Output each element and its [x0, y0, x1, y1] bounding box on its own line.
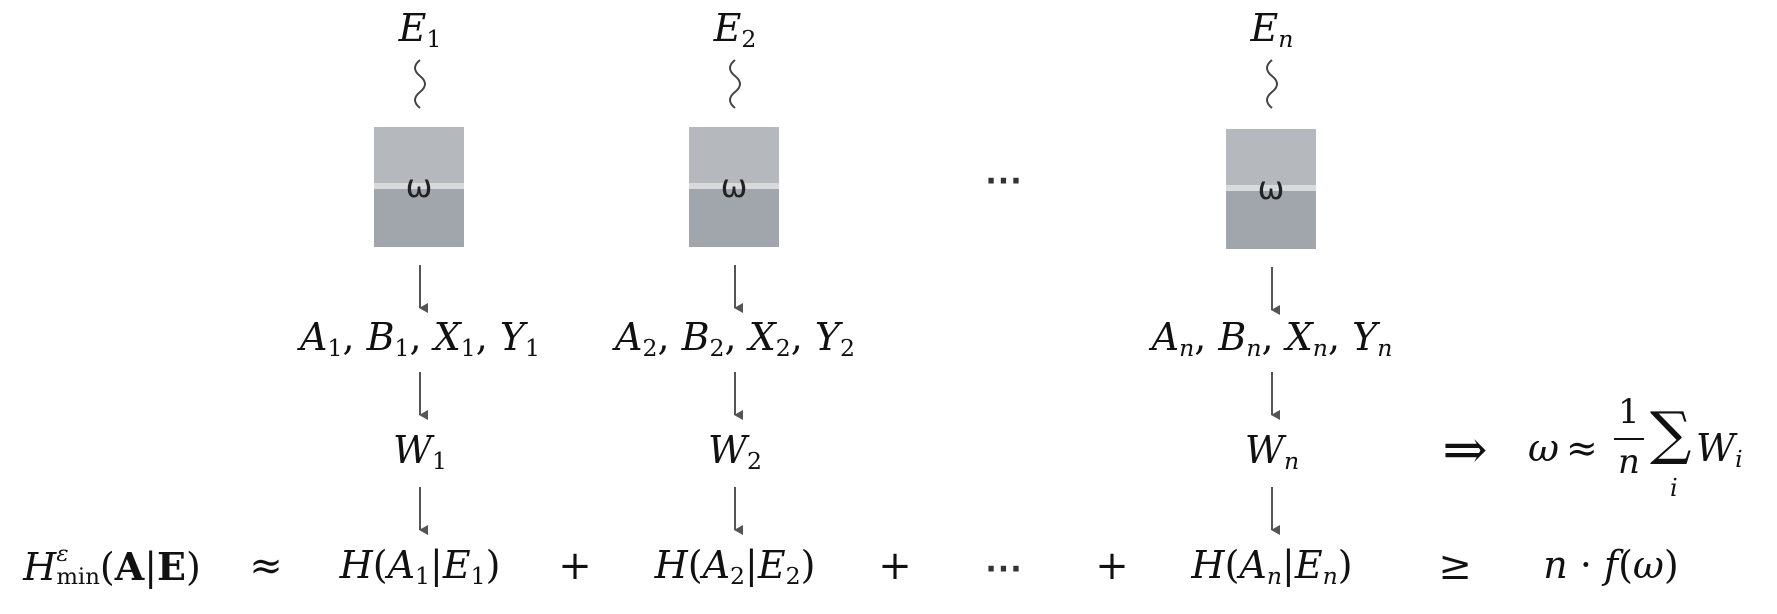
conditional-entropy-n: H(An|En) — [1191, 543, 1353, 590]
wavy-line-2 — [729, 59, 741, 109]
plus-symbol-2: + — [878, 543, 912, 589]
round-variables-n: An, Bn, Xn, Yn — [1151, 315, 1393, 362]
wavy-line-1 — [414, 59, 426, 109]
omega-symbol-n: ω — [1257, 169, 1285, 207]
plus-symbol-3: + — [1095, 543, 1129, 589]
ellipsis-boxes: ··· — [985, 164, 1023, 199]
device-box-n: ω — [1226, 129, 1316, 249]
entropy-lower-bound: n · f(ω) — [1543, 543, 1679, 587]
round-variables-1: A1, B1, X1, Y1 — [300, 315, 540, 362]
win-variable-n: Wn — [1244, 428, 1300, 475]
round-variables-2: A2, B2, X2, Y2 — [615, 315, 855, 362]
eve-label-1: E1 — [398, 6, 442, 53]
omega-symbol-2: ω — [720, 167, 748, 205]
geq-symbol: ≥ — [1438, 543, 1472, 589]
sum-symbol: ∑ — [1650, 399, 1692, 467]
sum-index: i — [1670, 474, 1678, 502]
wavy-line-n — [1266, 59, 1278, 109]
win-variable-2: W2 — [707, 428, 763, 475]
eve-label-n: En — [1250, 6, 1294, 53]
fraction-bar — [1614, 438, 1644, 440]
conditional-entropy-2: H(A2|E2) — [654, 543, 816, 590]
plus-symbol-1: + — [558, 543, 592, 589]
device-box-1: ω — [374, 127, 464, 247]
implies-arrow: ⇒ — [1442, 418, 1488, 481]
fraction-denominator: n — [1618, 442, 1640, 482]
fraction-numerator: 1 — [1618, 392, 1640, 432]
approx-symbol: ≈ — [249, 543, 283, 589]
ellipsis-sum: ··· — [985, 552, 1023, 587]
omega-symbol-1: ω — [405, 167, 433, 205]
eve-label-2: E2 — [713, 6, 757, 53]
conditional-entropy-1: H(A1|E1) — [339, 543, 501, 590]
device-box-2: ω — [689, 127, 779, 247]
win-variable-1: W1 — [392, 428, 448, 475]
